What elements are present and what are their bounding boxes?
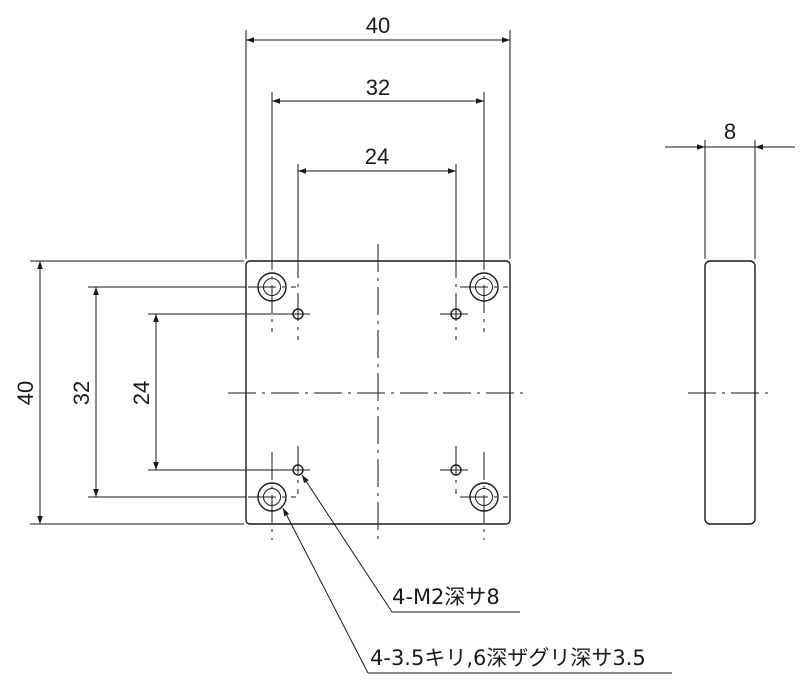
dimension-top-24: 24 [297, 144, 457, 252]
dim-text-top-hole-pitch: 32 [366, 75, 390, 100]
dimension-left-24: 24 [129, 313, 282, 471]
front-view [228, 242, 528, 540]
dim-text-left-hole-pitch: 32 [69, 381, 94, 405]
callout-text-hole: 4-3.5キリ,6深ザグリ深サ3.5 [370, 646, 646, 670]
tapped-hole-top-right [440, 250, 472, 340]
dim-text-left-height: 40 [13, 381, 38, 405]
dimension-left-40: 40 [13, 260, 244, 525]
callout-tapped-hole: 4-M2深サ8 [301, 474, 520, 613]
tapped-hole-bottom-right [440, 446, 472, 494]
tapped-hole-top-left [282, 250, 314, 340]
counterbored-hole-top-right [460, 242, 508, 332]
counterbored-hole-bottom-right [460, 452, 508, 540]
dimension-left-32: 32 [69, 286, 246, 498]
dim-text-side-thickness: 8 [724, 119, 736, 144]
dim-text-top-tap-pitch: 24 [365, 144, 389, 169]
callout-counterbored-hole: 4-3.5キリ,6深ザグリ深サ3.5 [282, 507, 672, 674]
dim-text-top-width: 40 [366, 13, 390, 38]
counterbored-hole-bottom-left [248, 452, 296, 540]
counterbored-hole-top-left [248, 242, 296, 332]
side-view: 8 [665, 119, 795, 525]
tapped-hole-bottom-left [282, 446, 314, 494]
dimension-top-40: 40 [245, 13, 511, 259]
dimension-top-32: 32 [271, 75, 485, 244]
dim-text-left-tap-pitch: 24 [129, 381, 154, 405]
callout-text-tap: 4-M2深サ8 [392, 585, 500, 609]
